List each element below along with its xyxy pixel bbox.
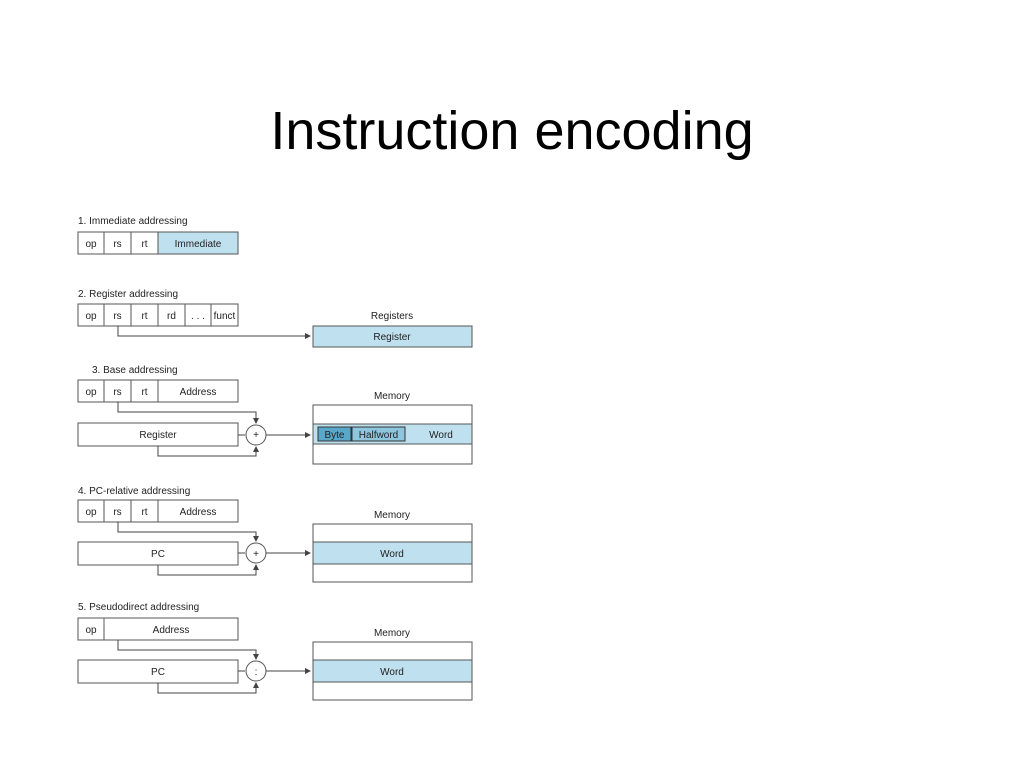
field-rs-label: rs (113, 239, 121, 250)
word-label: Word (429, 430, 453, 441)
field-rt-label: rt (141, 239, 147, 250)
field-address (157, 499, 239, 523)
field-rt-label: rt (141, 311, 147, 322)
registers-label: Registers (371, 311, 413, 322)
memory-label: Memory (374, 628, 410, 639)
field-op-label: op (85, 311, 97, 322)
immediate-heading: 1. Immediate addressing (78, 216, 188, 227)
field-address (103, 617, 239, 641)
field-rs-label: rs (113, 507, 121, 518)
field-address-label: Address (153, 625, 190, 636)
pc-label: PC (151, 549, 165, 560)
field-immediate-label: Immediate (175, 239, 222, 250)
field-rs-label: rs (113, 387, 121, 398)
pc-relative-heading: 4. PC-relative addressing (78, 486, 190, 497)
field-rd-label: rd (167, 311, 176, 322)
register-cell-label: Register (373, 332, 411, 343)
field-ellipsis-label: . . . (191, 311, 205, 322)
field-op-label: op (85, 625, 97, 636)
pseudodirect-heading: 5. Pseudodirect addressing (78, 602, 199, 613)
halfword-cell (351, 426, 406, 442)
field-rt-label: rt (141, 507, 147, 518)
field-immediate (157, 231, 239, 255)
address-arrow (117, 522, 259, 542)
register-cell (312, 325, 473, 348)
pc-arrow (157, 564, 259, 576)
field-funct (210, 303, 239, 327)
concat-label: : (255, 667, 258, 678)
adder-label: + (253, 549, 259, 560)
field-rs-label: rs (113, 311, 121, 322)
base-addressing: 3. Base addressing op rs rt Address Regi… (77, 365, 473, 465)
register-addressing: 2. Register addressing op rs rt rd . . .… (77, 289, 473, 348)
rs-arrow (117, 402, 259, 424)
memory-label: Memory (374, 510, 410, 521)
word-label: Word (380, 667, 404, 678)
memory-label: Memory (374, 391, 410, 402)
byte-cell (317, 426, 352, 442)
pc-arrow (157, 682, 259, 694)
slide-title: Instruction encoding (270, 101, 754, 161)
register-arrow (157, 446, 259, 457)
word-cell (312, 659, 473, 683)
field-address-label: Address (180, 507, 217, 518)
adder-label: + (253, 430, 259, 441)
field-address (157, 379, 239, 403)
field-op-label: op (85, 239, 97, 250)
field-op-label: op (85, 387, 97, 398)
register-heading: 2. Register addressing (78, 289, 178, 300)
field-address-label: Address (180, 387, 217, 398)
byte-label: Byte (324, 430, 344, 441)
word-cell (312, 541, 473, 565)
rs-to-register-arrow (117, 326, 311, 339)
field-op-label: op (85, 507, 97, 518)
base-register-label: Register (139, 430, 177, 441)
base-heading: 3. Base addressing (92, 365, 178, 376)
field-rt-label: rt (141, 387, 147, 398)
pc-relative-addressing: 4. PC-relative addressing op rs rt Addre… (77, 486, 473, 583)
halfword-label: Halfword (359, 430, 398, 441)
address-arrow (117, 640, 259, 660)
word-label: Word (380, 549, 404, 560)
immediate-addressing: 1. Immediate addressing op rs rt Immedia… (77, 216, 239, 255)
pseudodirect-addressing: 5. Pseudodirect addressing op Address PC… (77, 602, 473, 701)
pc-label: PC (151, 667, 165, 678)
field-funct-label: funct (214, 311, 236, 322)
